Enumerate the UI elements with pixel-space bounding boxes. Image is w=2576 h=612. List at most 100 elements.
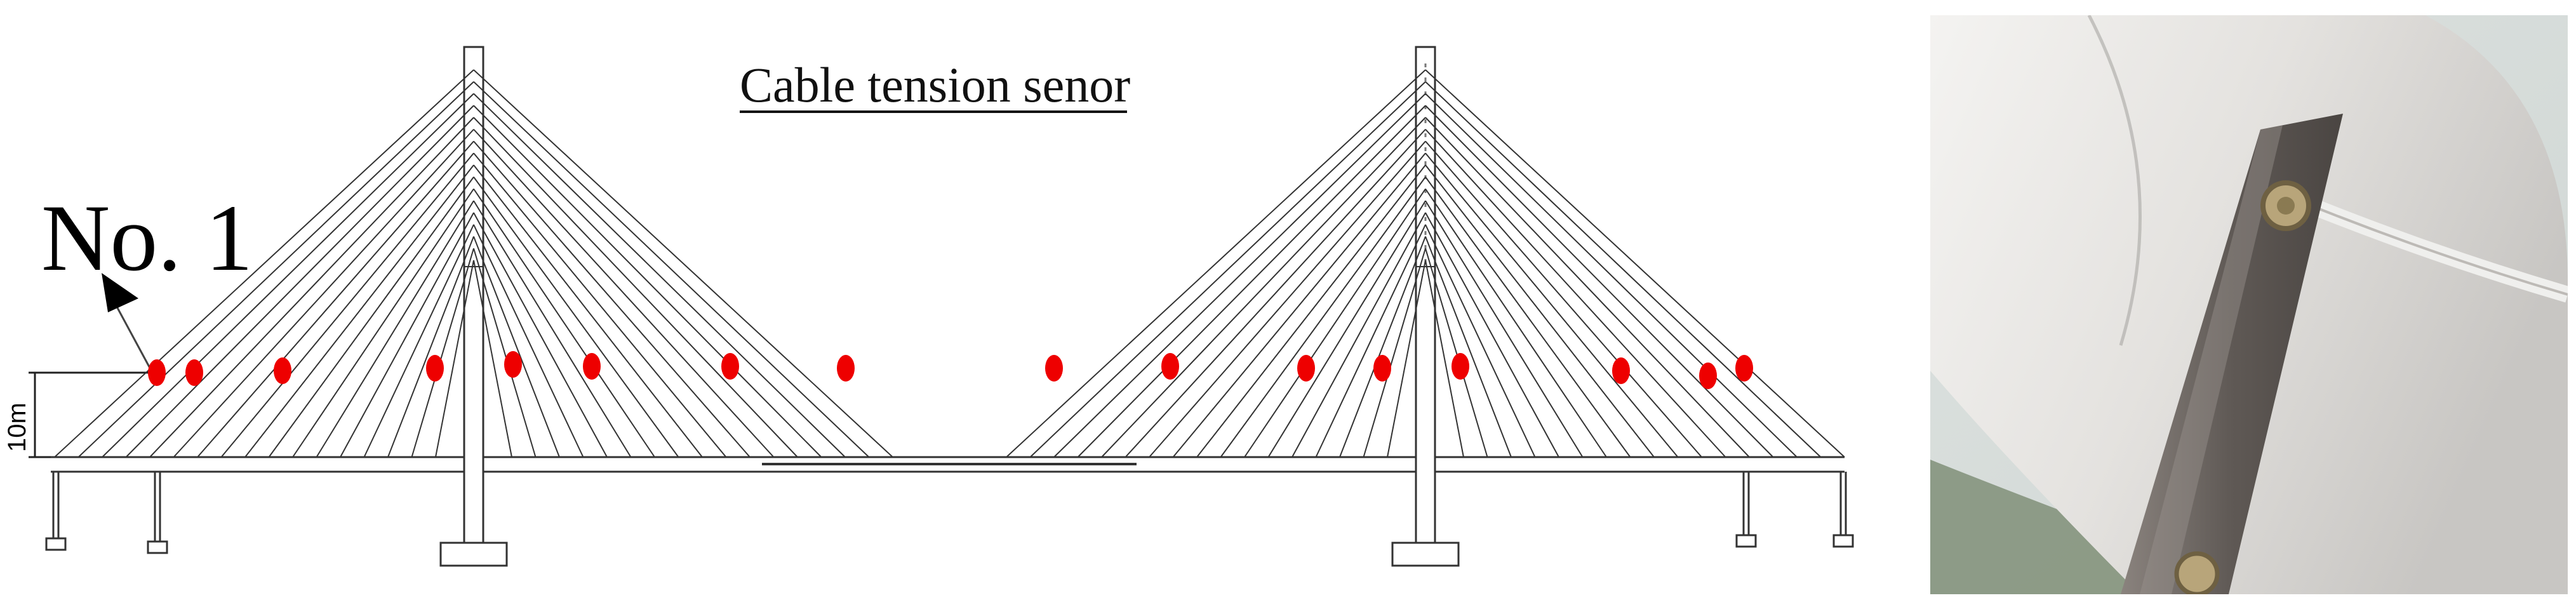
diagram-title: Cable tension senor xyxy=(740,57,1130,112)
stay-cable-line xyxy=(473,129,775,458)
stay-cable-line xyxy=(1006,69,1426,458)
stay-cable-line xyxy=(435,260,474,458)
cable-tension-sensor xyxy=(1612,357,1630,384)
cable-tension-sensor xyxy=(1699,363,1717,389)
stay-cable-line xyxy=(1425,188,1607,458)
stay-cable-line xyxy=(473,212,608,458)
stay-cable-line xyxy=(1387,260,1426,458)
sensor-bolt-center xyxy=(2277,197,2295,215)
cable-tension-sensor xyxy=(721,353,739,380)
right-pylon-foundation xyxy=(1391,542,1460,567)
stay-cable-line xyxy=(1339,236,1426,458)
cable-tension-sensor xyxy=(1161,353,1179,380)
stay-cable-line xyxy=(1425,152,1679,458)
cable-clamp-photo xyxy=(1930,15,2568,594)
stay-cable-line xyxy=(473,81,870,458)
stay-cable-line xyxy=(1425,164,1655,458)
stay-cable-line xyxy=(1363,248,1426,458)
stay-cable-line xyxy=(473,188,655,458)
cable-tension-sensor xyxy=(504,351,522,378)
dimension-label: 10m xyxy=(3,402,31,452)
stay-cable-line xyxy=(1425,176,1631,458)
stay-cable-line xyxy=(1220,176,1426,458)
stay-cable-line xyxy=(473,105,822,458)
cable-tension-sensor xyxy=(148,359,166,386)
pier-1-footing xyxy=(45,537,67,551)
stay-cable-line xyxy=(1101,117,1426,458)
stay-cable-line xyxy=(340,212,474,458)
cable-tension-sensor xyxy=(583,353,601,380)
height-dimension xyxy=(29,371,152,458)
stay-cable-line xyxy=(1425,212,1559,458)
stay-cable-line xyxy=(292,188,474,458)
left-pylon-foundation xyxy=(439,542,508,567)
stay-cable-line xyxy=(473,260,512,458)
pier-4-footing xyxy=(1832,534,1854,548)
stay-cable-line xyxy=(77,81,474,458)
stay-cable-line xyxy=(1425,105,1774,458)
cable-tension-sensor xyxy=(1045,355,1063,382)
stay-cable-line xyxy=(473,93,846,458)
stay-cable-line xyxy=(220,152,474,458)
stay-cable-line xyxy=(473,236,560,458)
stay-cable-line xyxy=(473,200,632,458)
cable-mark xyxy=(2087,15,2142,346)
stay-cable-line xyxy=(173,129,474,458)
cable-tension-sensor xyxy=(185,359,203,386)
stay-cable-line xyxy=(473,224,584,458)
stay-cable-line xyxy=(1077,105,1426,458)
stay-cable-line xyxy=(473,176,679,458)
cable-tension-sensor xyxy=(426,355,444,382)
sensor-wire-edge xyxy=(2311,204,2568,296)
stay-cable-line xyxy=(244,164,474,458)
stay-cable-line xyxy=(1196,164,1426,458)
stay-cable-line xyxy=(473,140,751,458)
stay-cable-line xyxy=(268,176,474,458)
cable-tension-sensor xyxy=(274,357,291,384)
stay-cable-line xyxy=(102,93,474,458)
stay-cable-line xyxy=(1425,260,1464,458)
stay-cable-line xyxy=(1425,200,1584,458)
stay-cable-line xyxy=(1124,129,1426,458)
stay-cable-line xyxy=(411,248,474,458)
stay-cable-line xyxy=(1291,212,1426,458)
stay-cable-line xyxy=(1244,188,1426,458)
pier-2-footing xyxy=(147,540,168,554)
stay-cable-line xyxy=(1149,140,1426,458)
stay-cable-line xyxy=(1425,248,1488,458)
stay-cable-line xyxy=(1425,93,1798,458)
stay-cable-line xyxy=(54,69,474,458)
label-arrowhead xyxy=(102,273,138,312)
stay-cable-line xyxy=(1315,224,1426,458)
lower-bolt xyxy=(2174,551,2220,594)
cable-tension-sensor xyxy=(1297,355,1315,382)
cable-tension-sensor xyxy=(1735,355,1753,382)
stay-cable-line xyxy=(1172,152,1426,458)
stay-cable-line xyxy=(1425,129,1726,458)
stay-cable-line xyxy=(1425,140,1702,458)
stay-cable-line xyxy=(149,117,474,458)
stay-cable-line xyxy=(316,200,474,458)
cable-tension-sensor xyxy=(837,355,855,382)
photo-illustration xyxy=(1930,15,2568,594)
sensor-no-label: No. 1 xyxy=(41,185,253,291)
stay-cable-line xyxy=(1029,81,1426,458)
stay-cable-line xyxy=(125,105,474,458)
clamp-highlight xyxy=(2140,125,2283,594)
cable-tension-sensor xyxy=(1373,355,1391,382)
stay-cable-line xyxy=(1425,117,1750,458)
cable-tension-sensor xyxy=(1452,353,1469,380)
stay-cable-line xyxy=(473,69,893,458)
stay-cable-line xyxy=(1053,93,1426,458)
stay-cable-line xyxy=(1425,69,1845,458)
stay-cable-line xyxy=(197,140,474,458)
steel-clamp-band xyxy=(2121,114,2343,594)
stay-cable-line xyxy=(363,224,474,458)
stay-cable-line xyxy=(1267,200,1426,458)
stay-cable-line xyxy=(473,152,727,458)
stay-cable-line xyxy=(1425,236,1512,458)
stay-cable-line xyxy=(473,164,703,458)
stay-cable-line xyxy=(1425,224,1536,458)
label-leader-line xyxy=(116,307,154,373)
stay-cable-line xyxy=(1425,81,1822,458)
